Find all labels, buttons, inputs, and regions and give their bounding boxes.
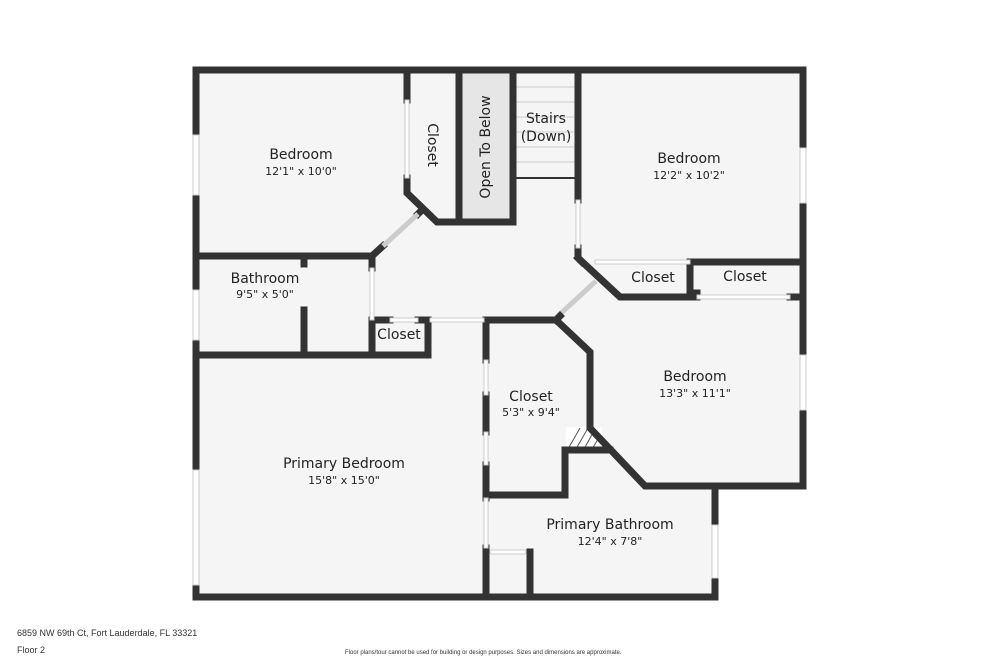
- room-dims: 5'3" x 9'4": [502, 406, 560, 419]
- room-label: Bedroom: [663, 369, 726, 385]
- room-label: Closet: [509, 389, 553, 405]
- open-to-below-area: [462, 73, 511, 220]
- room-label: Closet: [723, 269, 767, 285]
- room-label: (Down): [521, 129, 572, 145]
- room-label: Bedroom: [657, 151, 720, 167]
- room-label: Primary Bedroom: [283, 456, 405, 472]
- room-label: Closet: [424, 123, 440, 167]
- room-label: Bathroom: [231, 271, 300, 287]
- floor-area: [196, 70, 803, 597]
- room-dims: 12'1" x 10'0": [265, 165, 337, 178]
- room-dims: 12'2" x 10'2": [653, 169, 725, 182]
- windows: [192, 134, 807, 586]
- stairs-treads: [516, 86, 575, 163]
- room-dims: 15'8" x 15'0": [308, 474, 380, 487]
- room-label: Closet: [377, 327, 421, 343]
- room-label: Bedroom: [269, 147, 332, 163]
- room-dims: 12'4" x 7'8": [578, 535, 643, 548]
- address: 6859 NW 69th Ct, Fort Lauderdale, FL 333…: [17, 628, 198, 638]
- floor-label: Floor 2: [17, 645, 46, 655]
- room-dims: 9'5" x 5'0": [236, 288, 294, 301]
- room-label: Closet: [631, 270, 675, 286]
- room-label: Primary Bathroom: [546, 517, 673, 533]
- wall-stubs: [551, 253, 587, 325]
- room-label: Stairs: [526, 111, 566, 127]
- diag-door-ne: [556, 279, 598, 318]
- room-dims: 13'3" x 11'1": [659, 387, 731, 400]
- disclaimer: Floor plans/tour cannot be used for buil…: [345, 650, 622, 656]
- room-label: Open To Below: [478, 95, 494, 198]
- door-openings: [369, 99, 791, 555]
- diag-door-nw: [381, 212, 420, 248]
